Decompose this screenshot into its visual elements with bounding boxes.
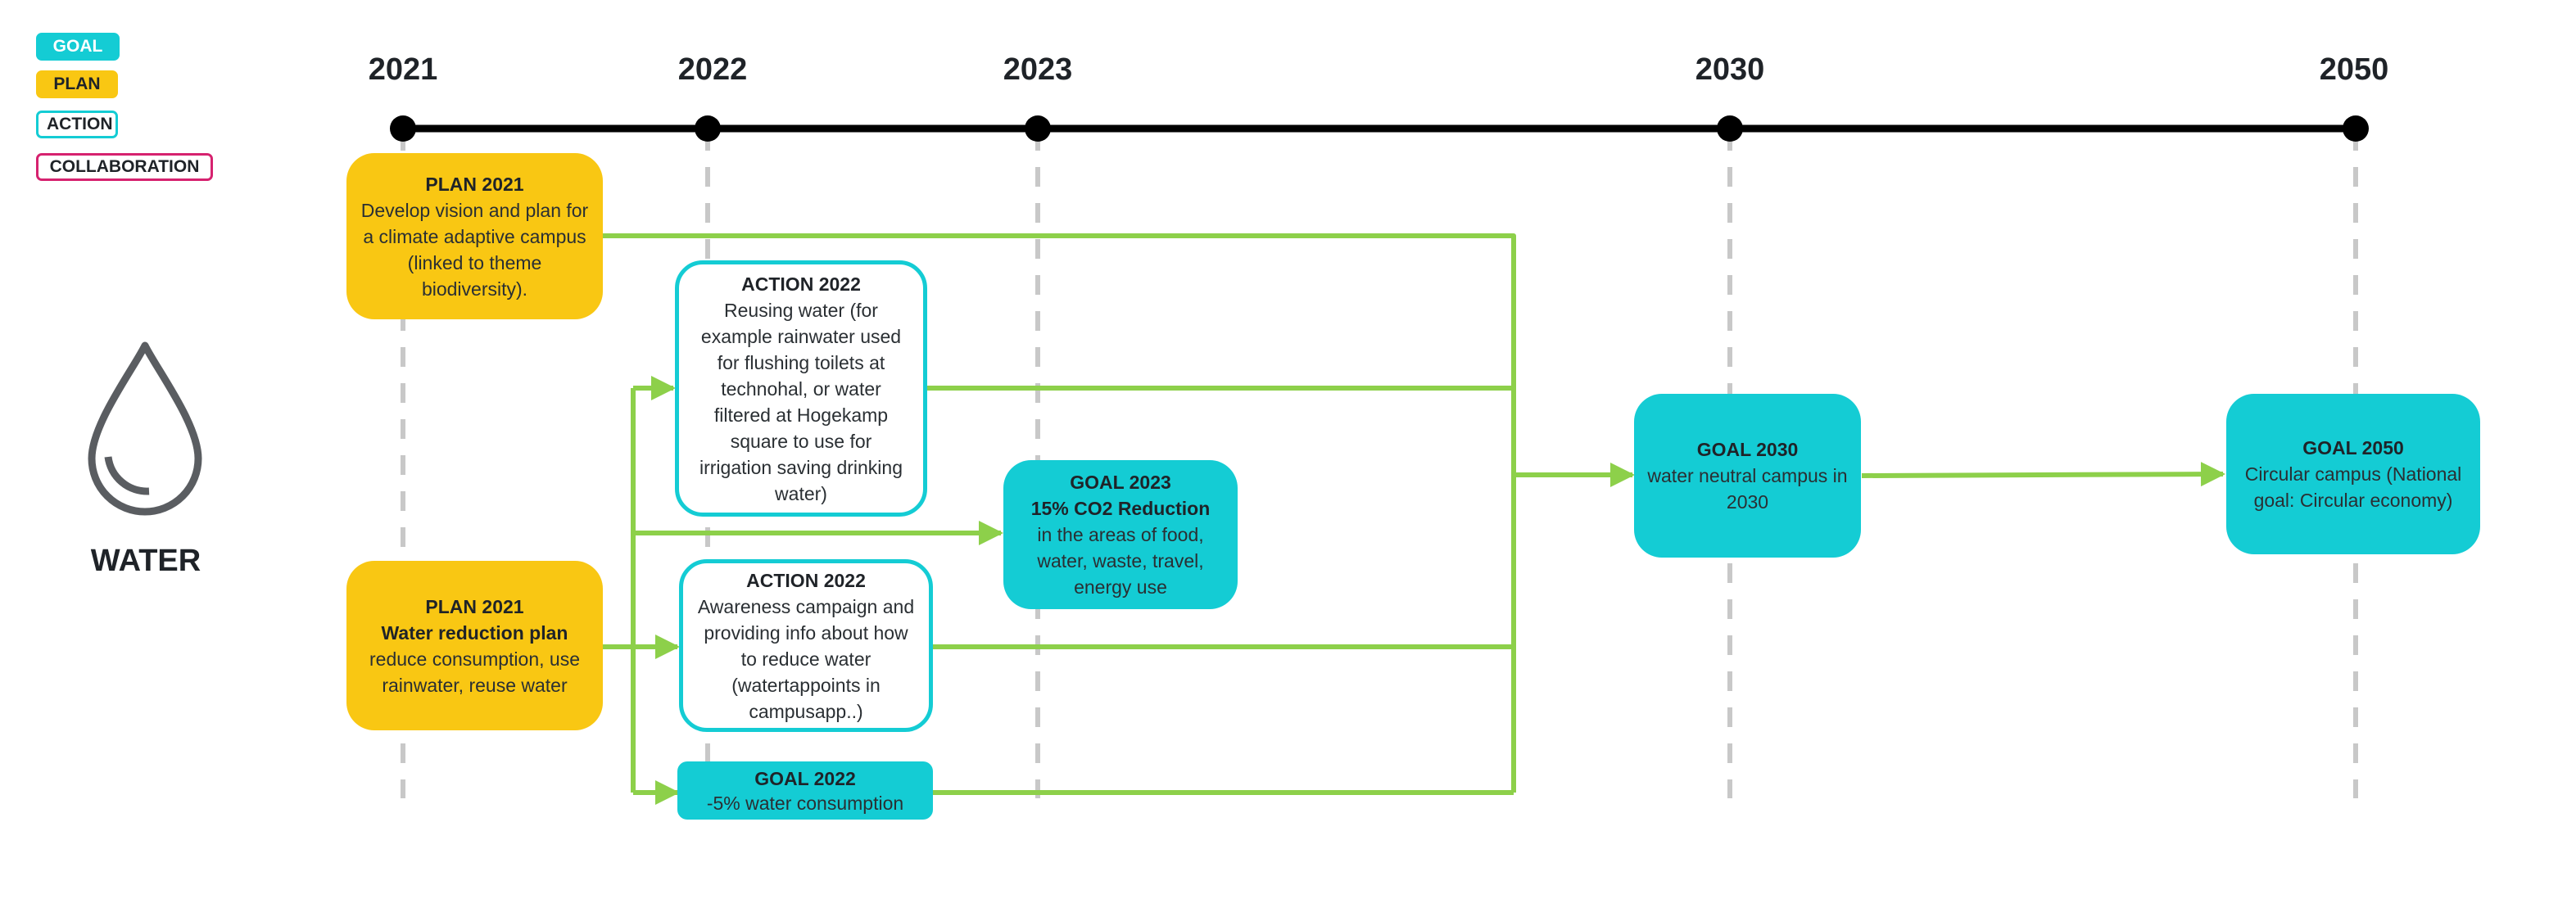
year-label-2021: 2021 bbox=[368, 52, 438, 87]
year-label-2022: 2022 bbox=[677, 52, 748, 87]
legend-goal: GOAL bbox=[36, 33, 120, 61]
box-title: GOAL 2023 bbox=[1070, 472, 1171, 493]
box-text: water neutral campus in 2030 bbox=[1647, 465, 1848, 513]
legend-collaboration: COLLABORATION bbox=[36, 153, 213, 181]
plan-2021-water-reduction-box: PLAN 2021 Water reduction plan reduce co… bbox=[346, 561, 603, 730]
year-label-2050: 2050 bbox=[2319, 52, 2389, 87]
box-text: Reusing water (for example rainwater use… bbox=[699, 299, 903, 504]
goal-2023-box: GOAL 2023 15% CO2 Reduction in the areas… bbox=[1003, 460, 1238, 609]
action-2022-awareness-box: ACTION 2022 Awareness campaign and provi… bbox=[679, 559, 933, 732]
box-title: PLAN 2021 bbox=[425, 595, 524, 617]
action-2022-reuse-box: ACTION 2022 Reusing water (for example r… bbox=[675, 260, 927, 517]
box-text: reduce consumption, use rainwater, reuse… bbox=[369, 648, 580, 696]
goal-2050-box: GOAL 2050 Circular campus (National goal… bbox=[2226, 394, 2480, 554]
legend-action: ACTION bbox=[36, 111, 118, 138]
timeline-dot-2022 bbox=[695, 115, 721, 142]
year-label-2023: 2023 bbox=[1003, 52, 1073, 87]
timeline-dot-2050 bbox=[2343, 115, 2369, 142]
box-subtitle: Water reduction plan bbox=[381, 621, 568, 644]
timeline-dot-2023 bbox=[1025, 115, 1051, 142]
box-title: ACTION 2022 bbox=[746, 569, 866, 591]
box-text: Circular campus (National goal: Circular… bbox=[2244, 463, 2462, 511]
box-title: GOAL 2022 bbox=[754, 767, 856, 789]
box-title: ACTION 2022 bbox=[741, 273, 861, 295]
legend-plan: PLAN bbox=[36, 70, 118, 98]
connector-lines bbox=[602, 233, 2225, 805]
box-text: Awareness campaign and providing info ab… bbox=[697, 595, 915, 722]
theme-label: WATER bbox=[90, 544, 201, 578]
timeline-dot-2030 bbox=[1717, 115, 1743, 142]
box-subtitle: 15% CO2 Reduction bbox=[1030, 498, 1211, 519]
box-title: GOAL 2030 bbox=[1696, 439, 1799, 460]
box-text: Develop vision and plan for a climate ad… bbox=[360, 199, 589, 300]
box-title: GOAL 2050 bbox=[2302, 437, 2404, 458]
box-title: PLAN 2021 bbox=[425, 173, 524, 195]
box-text: in the areas of food, water, waste, trav… bbox=[1037, 524, 1204, 598]
box-text: -5% water consumption bbox=[706, 792, 904, 814]
timeline-dot-2021 bbox=[390, 115, 416, 142]
connector-plan-vision bbox=[602, 233, 1516, 793]
goal-2022-box: GOAL 2022 -5% water consumption bbox=[677, 761, 933, 820]
water-drop-icon bbox=[88, 341, 202, 516]
goal-2030-box: GOAL 2030 water neutral campus in 2030 bbox=[1634, 394, 1861, 558]
plan-2021-vision-box: PLAN 2021 Develop vision and plan for a … bbox=[346, 153, 603, 319]
year-label-2030: 2030 bbox=[1695, 52, 1765, 87]
arrow-to-goal-2050 bbox=[1861, 462, 2225, 487]
